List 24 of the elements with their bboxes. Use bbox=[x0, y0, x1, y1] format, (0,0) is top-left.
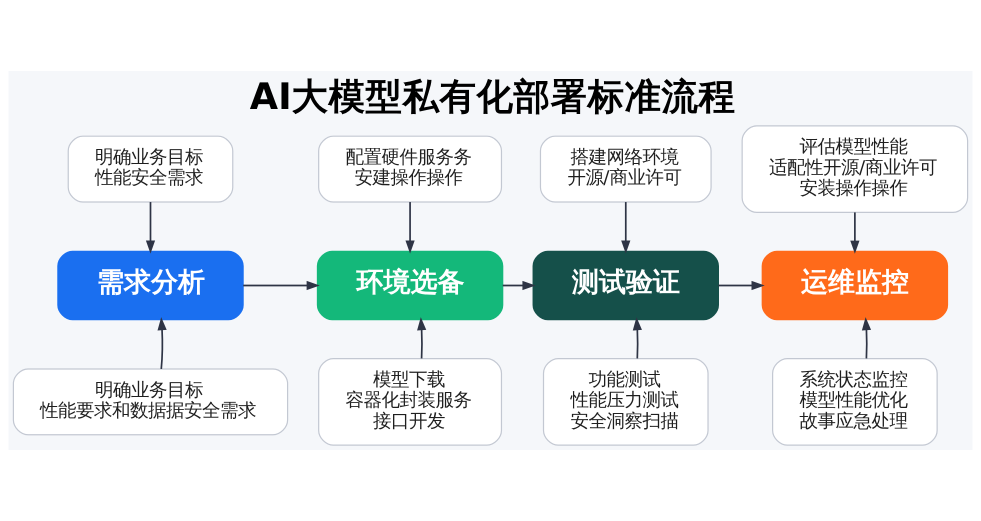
node-box: 搭建网络环境 开源/商业许可 bbox=[540, 136, 712, 203]
node-box: 环境选备 bbox=[316, 250, 504, 320]
arrow bbox=[243, 280, 320, 290]
node-box: 模型下载 容器化封装服务 接口开发 bbox=[318, 358, 502, 446]
node-box: 配置硬件服务务 安建操作操作 bbox=[318, 136, 502, 203]
arrow bbox=[850, 212, 860, 254]
node-box: 测试验证 bbox=[532, 250, 719, 320]
diagram-title: AI大模型私有化部署标准流程 bbox=[250, 74, 736, 118]
arrow bbox=[621, 202, 630, 254]
arrow bbox=[862, 317, 872, 358]
node-box: 系统状态监控 模型性能优化 故事应急处理 bbox=[772, 358, 938, 446]
arrow bbox=[632, 317, 642, 358]
node-box: 评估模型性能 适配性开源/商业许可 安装操作操作 bbox=[742, 125, 968, 213]
arrow bbox=[146, 202, 156, 254]
arrow bbox=[718, 280, 765, 290]
node-box: 需求分析 bbox=[57, 250, 244, 320]
arrow bbox=[158, 317, 167, 369]
node-box: 运维监控 bbox=[762, 250, 948, 320]
arrow bbox=[502, 280, 536, 290]
node-box: 功能测试 性能压力测试 安全洞察扫描 bbox=[542, 358, 709, 446]
node-box: 明确业务目标 性能要求和数据据安全需求 bbox=[12, 368, 288, 436]
node-box: 明确业务目标 性能安全需求 bbox=[68, 136, 234, 203]
arrow bbox=[405, 202, 415, 254]
arrow bbox=[417, 317, 426, 358]
